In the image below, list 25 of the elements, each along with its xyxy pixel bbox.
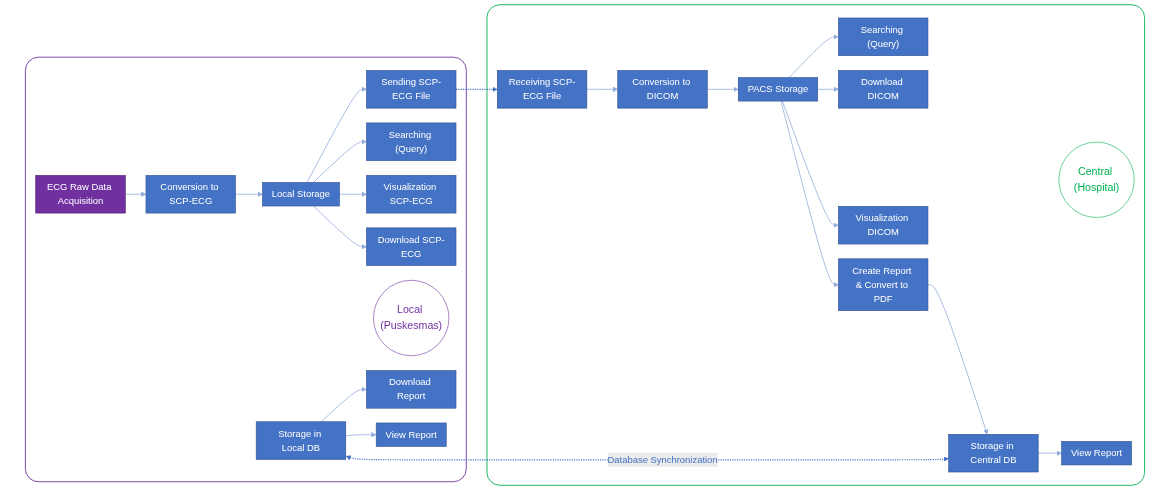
node-box: Visualization SCP-ECG bbox=[366, 175, 457, 214]
arrow bbox=[455, 86, 498, 92]
cluster bbox=[486, 4, 1146, 486]
edge-label: Database Synchronization bbox=[607, 454, 718, 465]
node-box: PACS Storage bbox=[737, 77, 819, 102]
node-box: Conversion to SCP-ECG bbox=[145, 175, 236, 214]
node-box: Searching (Query) bbox=[366, 122, 457, 161]
node-box: Searching (Query) bbox=[838, 17, 929, 56]
node-box: Storage in Local DB bbox=[255, 421, 347, 460]
node-box: Download SCP-ECG bbox=[366, 227, 457, 266]
node-box: Conversion to DICOM bbox=[617, 70, 708, 109]
node-box: View Report bbox=[1061, 441, 1132, 466]
node-box: Storage in Central DB bbox=[948, 434, 1039, 473]
cluster bbox=[24, 56, 467, 483]
node-circle: Local (Puskesmas) bbox=[373, 280, 450, 357]
node-box: Sending SCP-ECG File bbox=[366, 70, 457, 109]
node-box: Receiving SCP-ECG File bbox=[496, 70, 588, 109]
node-box: View Report bbox=[375, 422, 447, 447]
node-box: Create Report & Convert to PDF bbox=[838, 258, 929, 311]
node-box: Visualization DICOM bbox=[838, 206, 929, 245]
node-box: Download DICOM bbox=[838, 70, 929, 109]
node-box: Local Storage bbox=[262, 182, 340, 207]
node-box: ECG Raw Data Acquisition bbox=[35, 175, 126, 214]
node-box: Download Report bbox=[366, 370, 457, 409]
node-circle: Central (Hospital) bbox=[1058, 141, 1135, 218]
